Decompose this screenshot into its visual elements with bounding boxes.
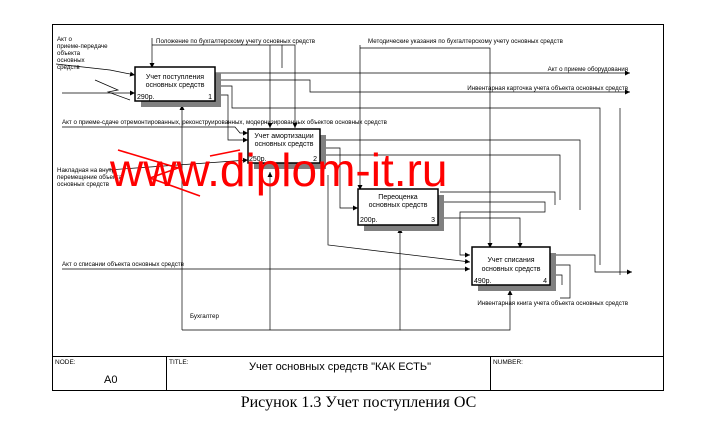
arrow-label: Инвентарная книга учета объекта основных… [477, 300, 628, 307]
box-title-line: Учет амортизации [254, 133, 313, 140]
arrow-label: Методические указания по бухгалтерскому … [368, 38, 564, 45]
box-title-line: Переоценка [378, 194, 418, 201]
arrow-label: Накладная на внутр [57, 167, 115, 174]
arrow-label: приеме-передаче [57, 43, 108, 50]
node-label: NODE: [55, 359, 76, 366]
number-label: NUMBER: [493, 359, 523, 366]
arrow-label: перемещение объекта [57, 174, 122, 181]
box-title-line: основных средств [369, 202, 428, 209]
arrow-label: Акт о приеме оборудования [548, 66, 628, 73]
box-title-line: Учет поступления [146, 74, 204, 81]
box-title-line: основных средств [146, 82, 205, 89]
arrow-label: Инвентарная карточка учета объекта основ… [467, 85, 628, 92]
box-number: 2 [313, 156, 317, 163]
watermark: www.diplom-it.ru [109, 144, 447, 197]
activity-box-3[interactable]: Переоценка основных средств 200р. 3 [357, 188, 444, 231]
activity-box-4[interactable]: Учет списания основных средств 490р. 4 [471, 246, 556, 291]
arrow-label: Акт о списании объекта основных средств [62, 261, 185, 268]
diagram-title: Учет основных средств "КАК ЕСТЬ" [249, 361, 431, 373]
title-label: TITLE: [169, 359, 189, 366]
box-title-line: основных средств [482, 266, 541, 273]
activity-box-2[interactable]: Учет амортизации основных средств 250р. … [247, 128, 326, 169]
box-number: 4 [543, 278, 547, 285]
arrow-label: средств [57, 64, 80, 71]
figure-caption: Рисунок 1.3 Учет поступления ОС [240, 394, 477, 411]
node-value: A0 [104, 374, 117, 386]
box-cost: 290р. [137, 94, 155, 101]
box-number: 3 [431, 217, 435, 224]
box-cost: 250р. [249, 156, 267, 163]
box-number: 1 [208, 94, 212, 101]
arrow-label: Положение по бухгалтерскому учету основн… [156, 38, 316, 45]
activity-box-1[interactable]: Учет поступления основных средств 290р. … [134, 66, 221, 107]
arrow-label: объекта [57, 50, 81, 57]
arrow-label: Акт о приеме-сдаче отремонтированных, ре… [62, 119, 388, 126]
diagram-frame [52, 24, 664, 391]
arrow-label: Акт о [57, 36, 72, 43]
watermark-text: www.diplom-it.ru [109, 144, 447, 196]
title-block: NODE: A0 TITLE: Учет основных средств "К… [55, 359, 523, 386]
arrow-labels: Акт о приеме-передаче объекта основных с… [57, 36, 629, 320]
box-cost: 490р. [474, 278, 492, 285]
connectors [55, 38, 632, 331]
arrow-label: Бухгалтер [190, 313, 219, 320]
box-title-line: Учет списания [487, 257, 534, 264]
arrow-label: основных средств [57, 181, 110, 188]
box-cost: 200р. [360, 217, 378, 224]
box-title-line: основных средств [255, 141, 314, 148]
arrow-label: основных [57, 57, 86, 64]
